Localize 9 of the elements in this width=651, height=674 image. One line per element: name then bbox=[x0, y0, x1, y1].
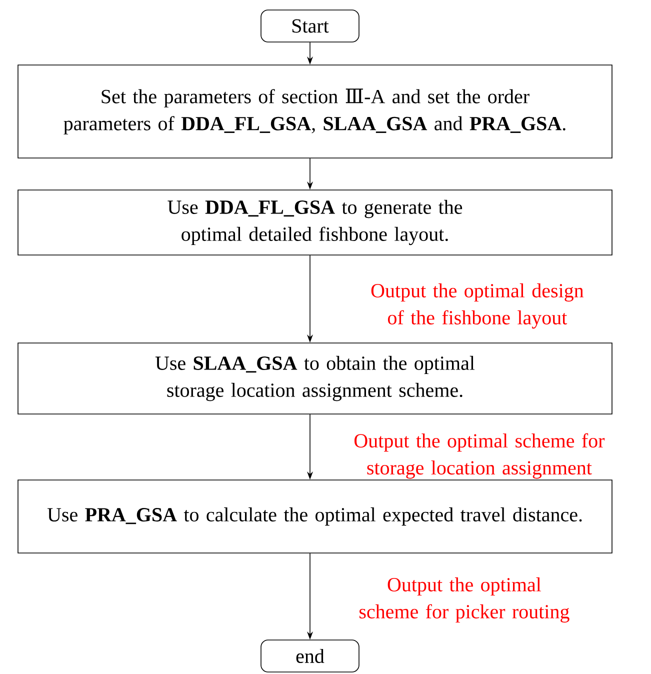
process-box: Use DDA_FL_GSA to generate the optimal detailed fishbone layout. bbox=[18, 190, 612, 256]
terminal-box: end bbox=[260, 640, 360, 672]
edge-label: Output the optimal design of the fishbone layout bbox=[371, 283, 584, 329]
edge-label: Output the optimal scheme for picker routing bbox=[360, 577, 570, 623]
process-box: Use PRA_GSA to calculate the optimal expected travel distance. bbox=[18, 480, 612, 554]
terminal-box: Start bbox=[260, 10, 360, 42]
edge-label: Output the optimal scheme for storage location assignment bbox=[354, 433, 605, 479]
process-box: Use SLAA_GSA to obtain the optimal storage location assignment scheme. bbox=[18, 342, 612, 414]
process-box: Set the parameters of section Ⅲ-A and set the order parameters of DDA_FL_GSA, SLAA_GSA and PRA_GSA. bbox=[18, 64, 612, 158]
